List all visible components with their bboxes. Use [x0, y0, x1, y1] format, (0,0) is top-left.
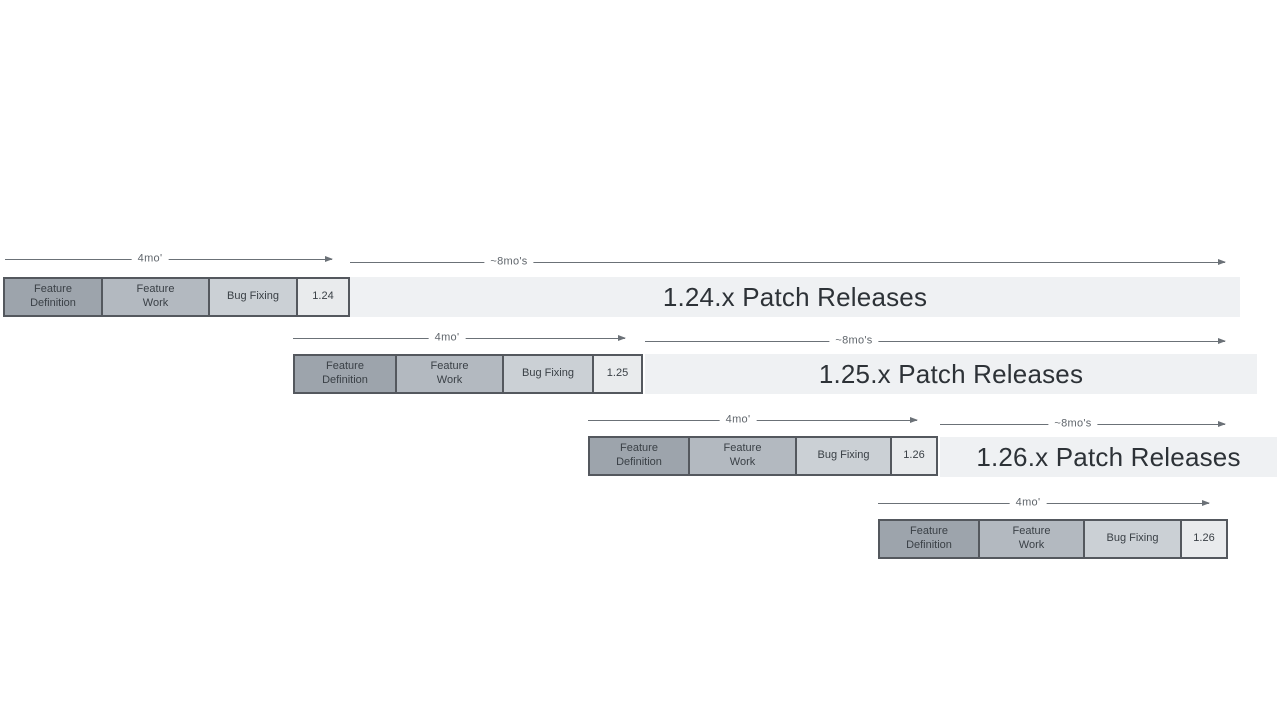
feature-definition-box: Feature Definition	[590, 438, 690, 474]
version-box: 1.25	[594, 356, 641, 392]
feature-definition-box: Feature Definition	[295, 356, 397, 392]
feature-definition-box-label: Feature Definition	[616, 442, 662, 468]
version-box-label: 1.26	[1193, 532, 1215, 545]
feature-work-box-label: Feature Work	[430, 360, 469, 386]
feature-work-box: Feature Work	[397, 356, 504, 392]
patch-releases-label: 1.26.x Patch Releases	[976, 441, 1241, 472]
feature-definition-box-label: Feature Definition	[906, 525, 952, 551]
patch-releases-bar: 1.26.x Patch Releases	[940, 437, 1277, 477]
bug-fixing-box-label: Bug Fixing	[227, 290, 279, 303]
patch-releases-bar: 1.25.x Patch Releases	[645, 354, 1257, 394]
bug-fixing-box: Bug Fixing	[210, 279, 298, 315]
patch-releases-bar: 1.24.x Patch Releases	[350, 277, 1240, 317]
feature-definition-box-label: Feature Definition	[322, 360, 368, 386]
bug-fixing-box: Bug Fixing	[504, 356, 594, 392]
feature-definition-box-label: Feature Definition	[30, 283, 76, 309]
bug-fixing-box-label: Bug Fixing	[1106, 532, 1159, 545]
patch-duration-label: ~8mo's	[1048, 417, 1098, 430]
patch-duration-arrow	[350, 259, 1226, 265]
version-box: 1.26	[892, 438, 936, 474]
cycle-duration-label: 4mo'	[131, 252, 169, 265]
feature-work-box-label: Feature Work	[723, 442, 762, 468]
patch-releases-label: 1.25.x Patch Releases	[818, 358, 1084, 389]
patch-releases-label: 1.24.x Patch Releases	[662, 281, 928, 312]
version-box: 1.26	[1182, 521, 1226, 557]
release-cycle-boxes: Feature Definition Feature Work Bug Fixing…	[878, 519, 1228, 559]
patch-duration-arrow	[645, 338, 1226, 344]
version-box-label: 1.26	[903, 449, 925, 462]
bug-fixing-box: Bug Fixing	[797, 438, 892, 474]
feature-work-box: Feature Work	[980, 521, 1085, 557]
release-cycle-boxes: Feature Definition Feature Work Bug Fixing…	[3, 277, 350, 317]
patch-duration-label: ~8mo's	[829, 334, 879, 347]
version-box: 1.24	[298, 279, 348, 315]
bug-fixing-box: Bug Fixing	[1085, 521, 1182, 557]
cycle-duration-arrow	[5, 256, 333, 262]
feature-work-box-label: Feature Work	[1012, 525, 1051, 551]
cycle-duration-label: 4mo'	[428, 331, 466, 344]
release-cycle-boxes: Feature Definition Feature Work Bug Fixing…	[293, 354, 643, 394]
bug-fixing-box-label: Bug Fixing	[522, 367, 574, 380]
version-box-label: 1.25	[606, 367, 629, 380]
feature-definition-box: Feature Definition	[880, 521, 980, 557]
patch-duration-label: ~8mo's	[484, 255, 534, 268]
cycle-duration-label: 4mo'	[1009, 496, 1047, 509]
feature-work-box: Feature Work	[690, 438, 797, 474]
feature-definition-box: Feature Definition	[5, 279, 103, 315]
version-box-label: 1.24	[312, 290, 334, 303]
release-cycle-boxes: Feature Definition Feature Work Bug Fixing…	[588, 436, 938, 476]
cycle-duration-label: 4mo'	[719, 413, 757, 426]
feature-work-box: Feature Work	[103, 279, 210, 315]
bug-fixing-box-label: Bug Fixing	[817, 449, 870, 462]
feature-work-box-label: Feature Work	[136, 283, 175, 309]
